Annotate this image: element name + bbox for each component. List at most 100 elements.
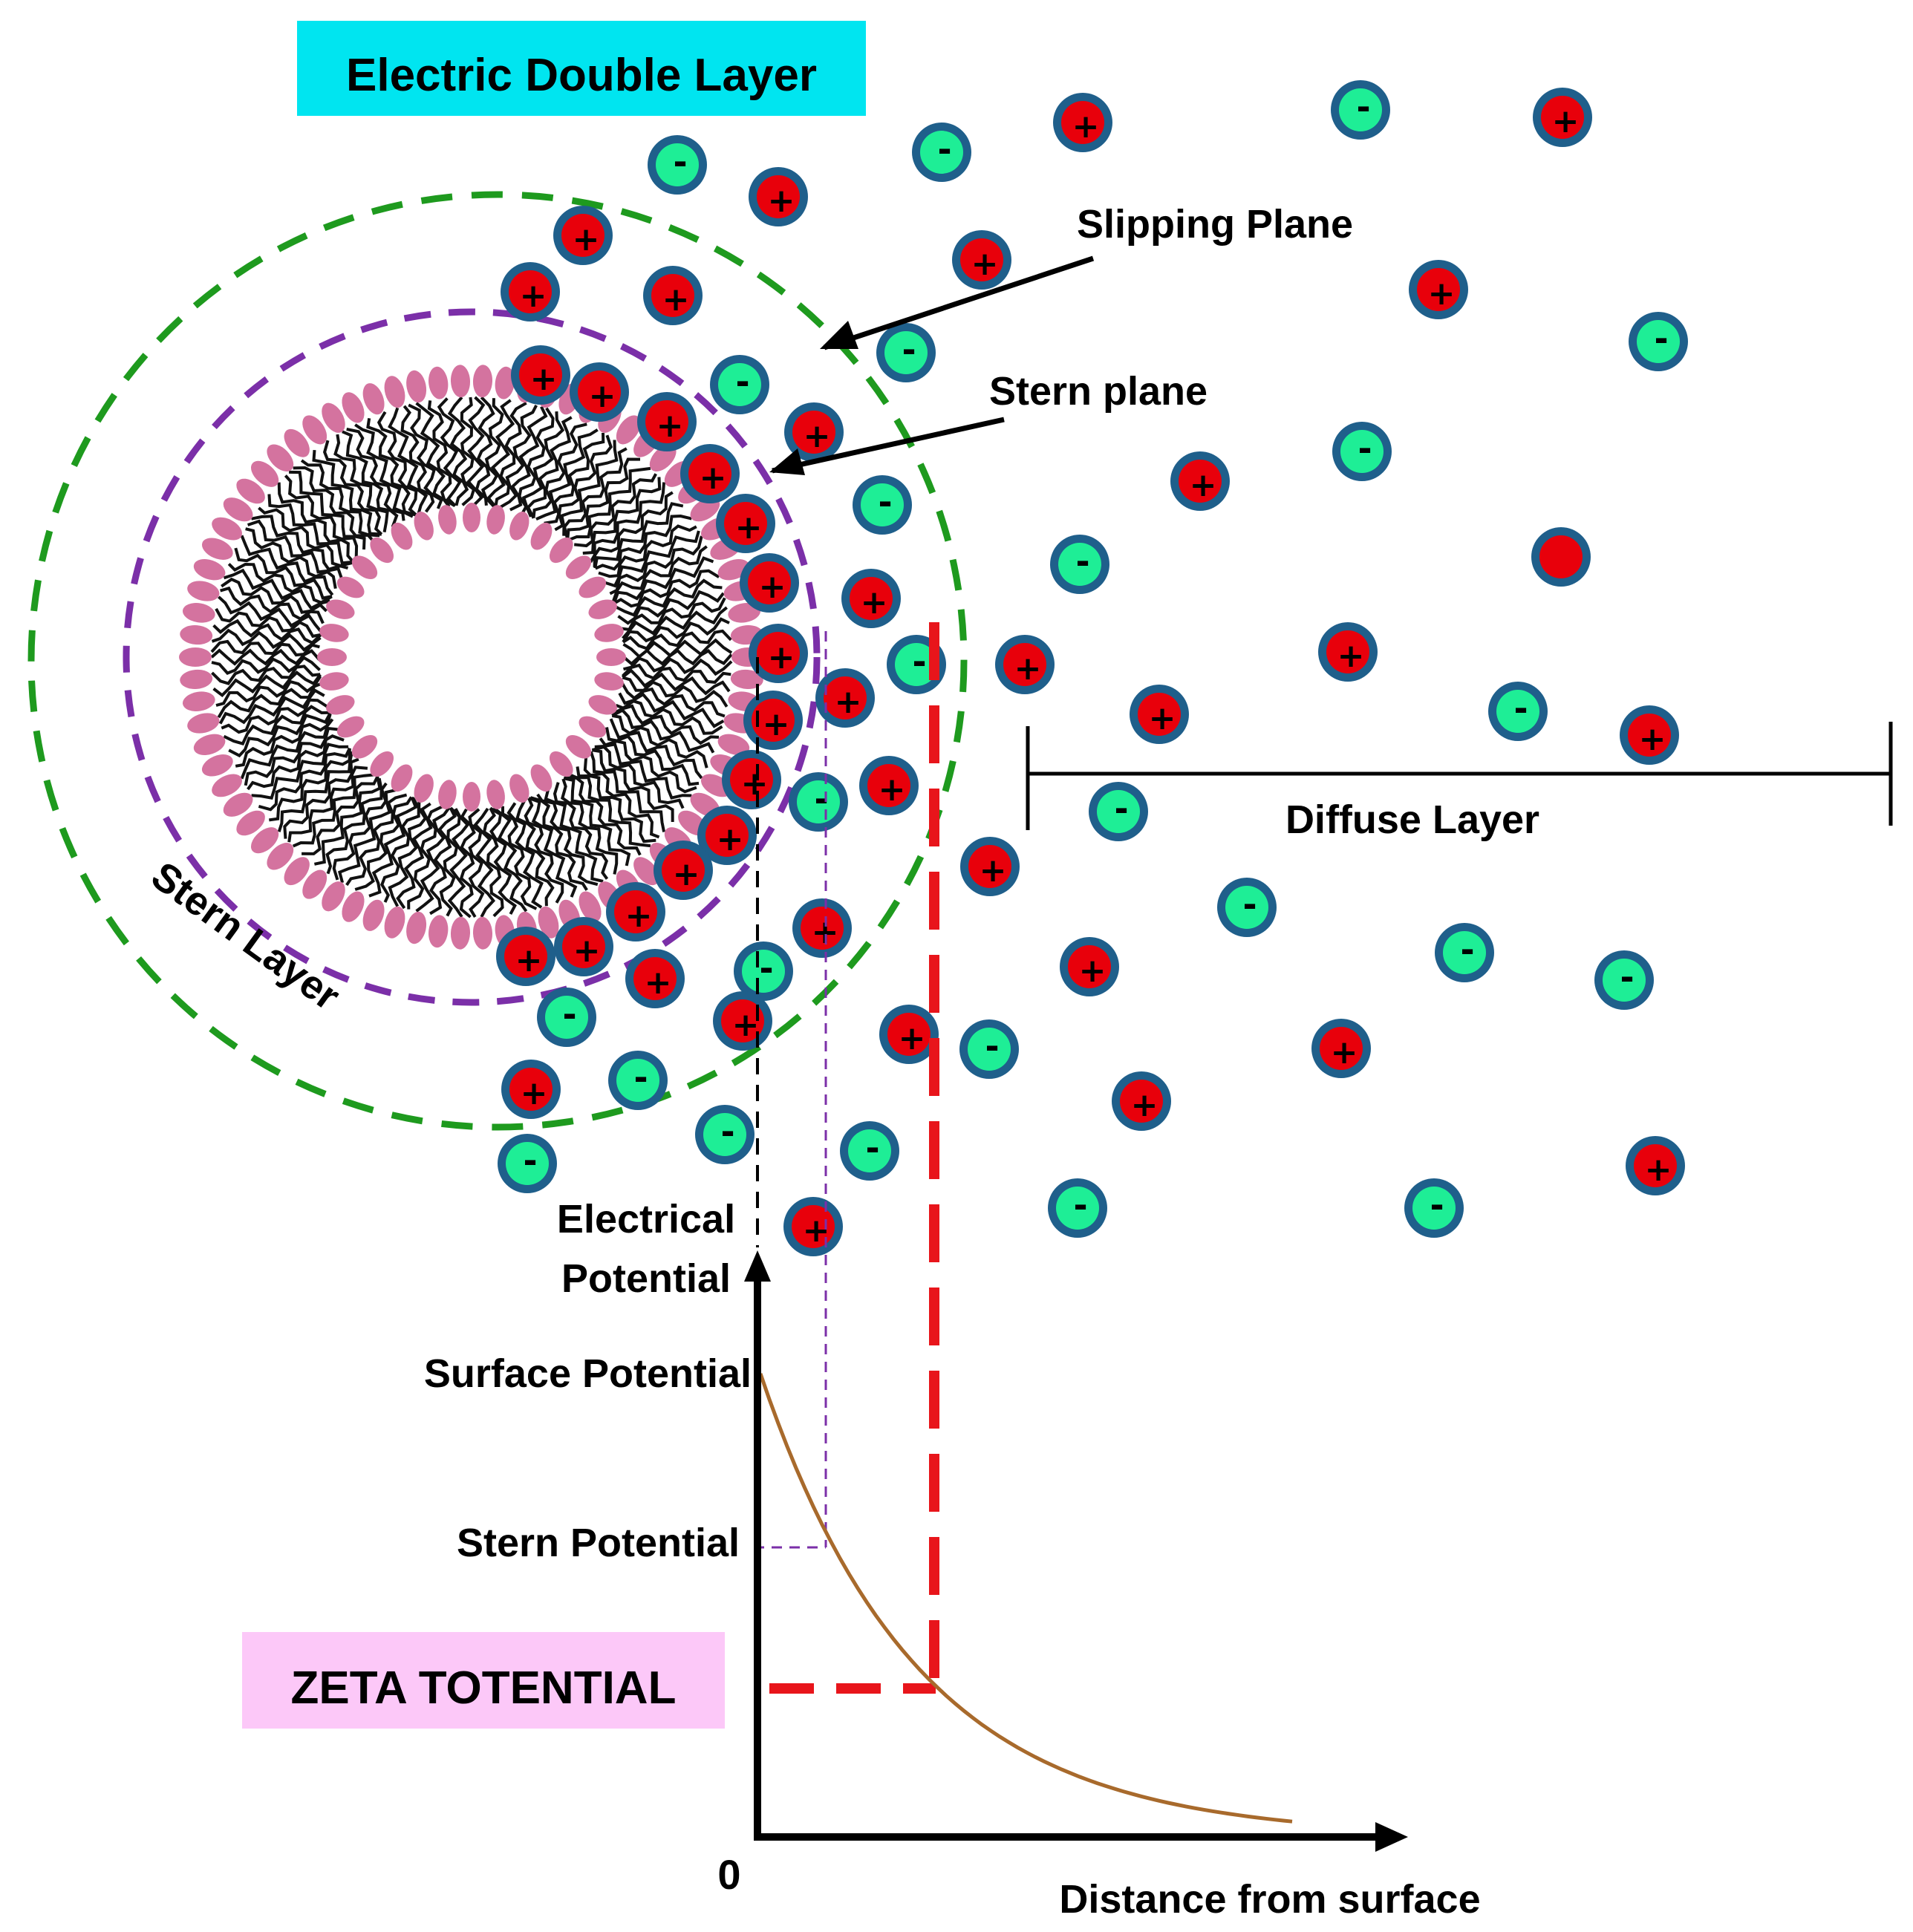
- anion: -: [789, 772, 848, 832]
- lipid-tail: [528, 797, 578, 898]
- lipid-tail: [289, 470, 366, 550]
- head-group: [212, 774, 242, 797]
- lipid-tail: [325, 777, 383, 875]
- head-group: [322, 881, 345, 912]
- cation: +: [749, 167, 808, 226]
- minus-sign: -: [562, 994, 576, 1034]
- ion-core: [1539, 535, 1583, 578]
- ion-core: [748, 561, 791, 604]
- lipid-tail: [623, 656, 733, 676]
- lipid-tail: [622, 638, 733, 659]
- cation: +: [1170, 451, 1230, 511]
- lipid-tail: [568, 772, 651, 848]
- plus-sign: +: [645, 964, 672, 1002]
- cation: +: [554, 917, 613, 976]
- cation: +: [960, 837, 1020, 896]
- ion-core: [824, 676, 867, 719]
- lipid-tail: [459, 808, 476, 918]
- lipid-tail: [544, 788, 604, 883]
- anion: -: [1331, 80, 1390, 140]
- head-group: [486, 505, 505, 535]
- lipid-tail: [223, 568, 330, 610]
- minus-sign: -: [1513, 688, 1528, 728]
- lipid-tail: [322, 440, 383, 536]
- ion-core: [867, 764, 910, 807]
- cation: +: [1311, 1019, 1371, 1078]
- lipid-tail: [486, 399, 515, 508]
- lipid-tail: [284, 474, 359, 558]
- cation: +: [841, 569, 901, 628]
- ion-core: [578, 371, 621, 414]
- head-group: [251, 460, 279, 487]
- cation: +: [654, 841, 713, 900]
- lipid-tail: [338, 788, 397, 884]
- lipid-tail: [611, 714, 708, 768]
- cation: +: [1053, 93, 1112, 152]
- lipid-tail: [346, 428, 405, 521]
- head-group: [565, 555, 592, 580]
- head-group: [463, 782, 480, 812]
- cation: +: [792, 898, 852, 958]
- plus-sign: +: [573, 932, 601, 970]
- cation: +: [784, 402, 844, 462]
- ion-core: [895, 643, 938, 686]
- anion: -: [1404, 1178, 1464, 1238]
- head-group: [616, 415, 641, 445]
- lipid-tail: [302, 776, 379, 855]
- minus-sign: -: [865, 1128, 879, 1168]
- cation: +: [570, 362, 629, 422]
- x-axis-arrowhead: [1375, 1822, 1408, 1852]
- plus-sign: +: [879, 771, 906, 809]
- stern-plane-label: Stern plane: [989, 369, 1208, 414]
- head-group: [428, 366, 449, 399]
- ion-core: [887, 1013, 931, 1056]
- cation: +: [995, 635, 1055, 694]
- head-group: [414, 774, 434, 803]
- lipid-tail: [535, 428, 599, 521]
- cation: +: [501, 1060, 561, 1119]
- lipid-tail: [300, 459, 380, 538]
- minus-sign: -: [912, 642, 926, 682]
- ion-core: [688, 452, 731, 495]
- head-group: [391, 764, 413, 792]
- lipid-tail: [396, 802, 433, 910]
- head-group: [594, 624, 624, 642]
- head-group: [495, 366, 515, 399]
- ion-core: [1443, 931, 1486, 974]
- lipid-tail: [553, 782, 609, 880]
- head-group: [549, 751, 573, 777]
- lipid-tail: [509, 405, 548, 512]
- ions-layer: -+-+-++++++--++-++-++-+-+++-+++++-+++--+…: [496, 80, 1688, 1256]
- head-group: [549, 537, 573, 564]
- lipid-tail: [215, 607, 322, 639]
- minus-sign: -: [759, 948, 773, 988]
- ion-core: [724, 502, 767, 545]
- plus-sign: +: [861, 584, 888, 621]
- ion-core: [545, 996, 588, 1039]
- head-group: [370, 537, 394, 564]
- lipid-tail: [475, 396, 495, 506]
- plus-sign: +: [1337, 637, 1365, 675]
- head-group: [322, 402, 345, 433]
- head-group: [336, 716, 365, 738]
- head-group: [267, 444, 294, 471]
- ion-core: [519, 353, 562, 396]
- lipid-tail: [583, 757, 660, 839]
- minus-sign: -: [937, 129, 951, 169]
- head-group: [362, 383, 385, 415]
- minus-sign: -: [523, 1140, 537, 1181]
- ion-core: [1412, 1187, 1456, 1230]
- cation: +: [749, 624, 808, 683]
- head-group: [530, 522, 553, 550]
- plus-sign: +: [899, 1019, 926, 1057]
- lipid-tail: [210, 639, 320, 657]
- lipid-tail: [221, 577, 328, 614]
- lipid-tail: [240, 718, 334, 780]
- lipid-tail: [211, 656, 321, 675]
- lipid-tail: [211, 665, 321, 685]
- minus-sign: -: [1654, 319, 1668, 359]
- lipid-tail: [611, 708, 715, 754]
- minus-sign: -: [814, 779, 828, 819]
- cation: +: [722, 750, 781, 809]
- lipid-tail: [212, 619, 322, 645]
